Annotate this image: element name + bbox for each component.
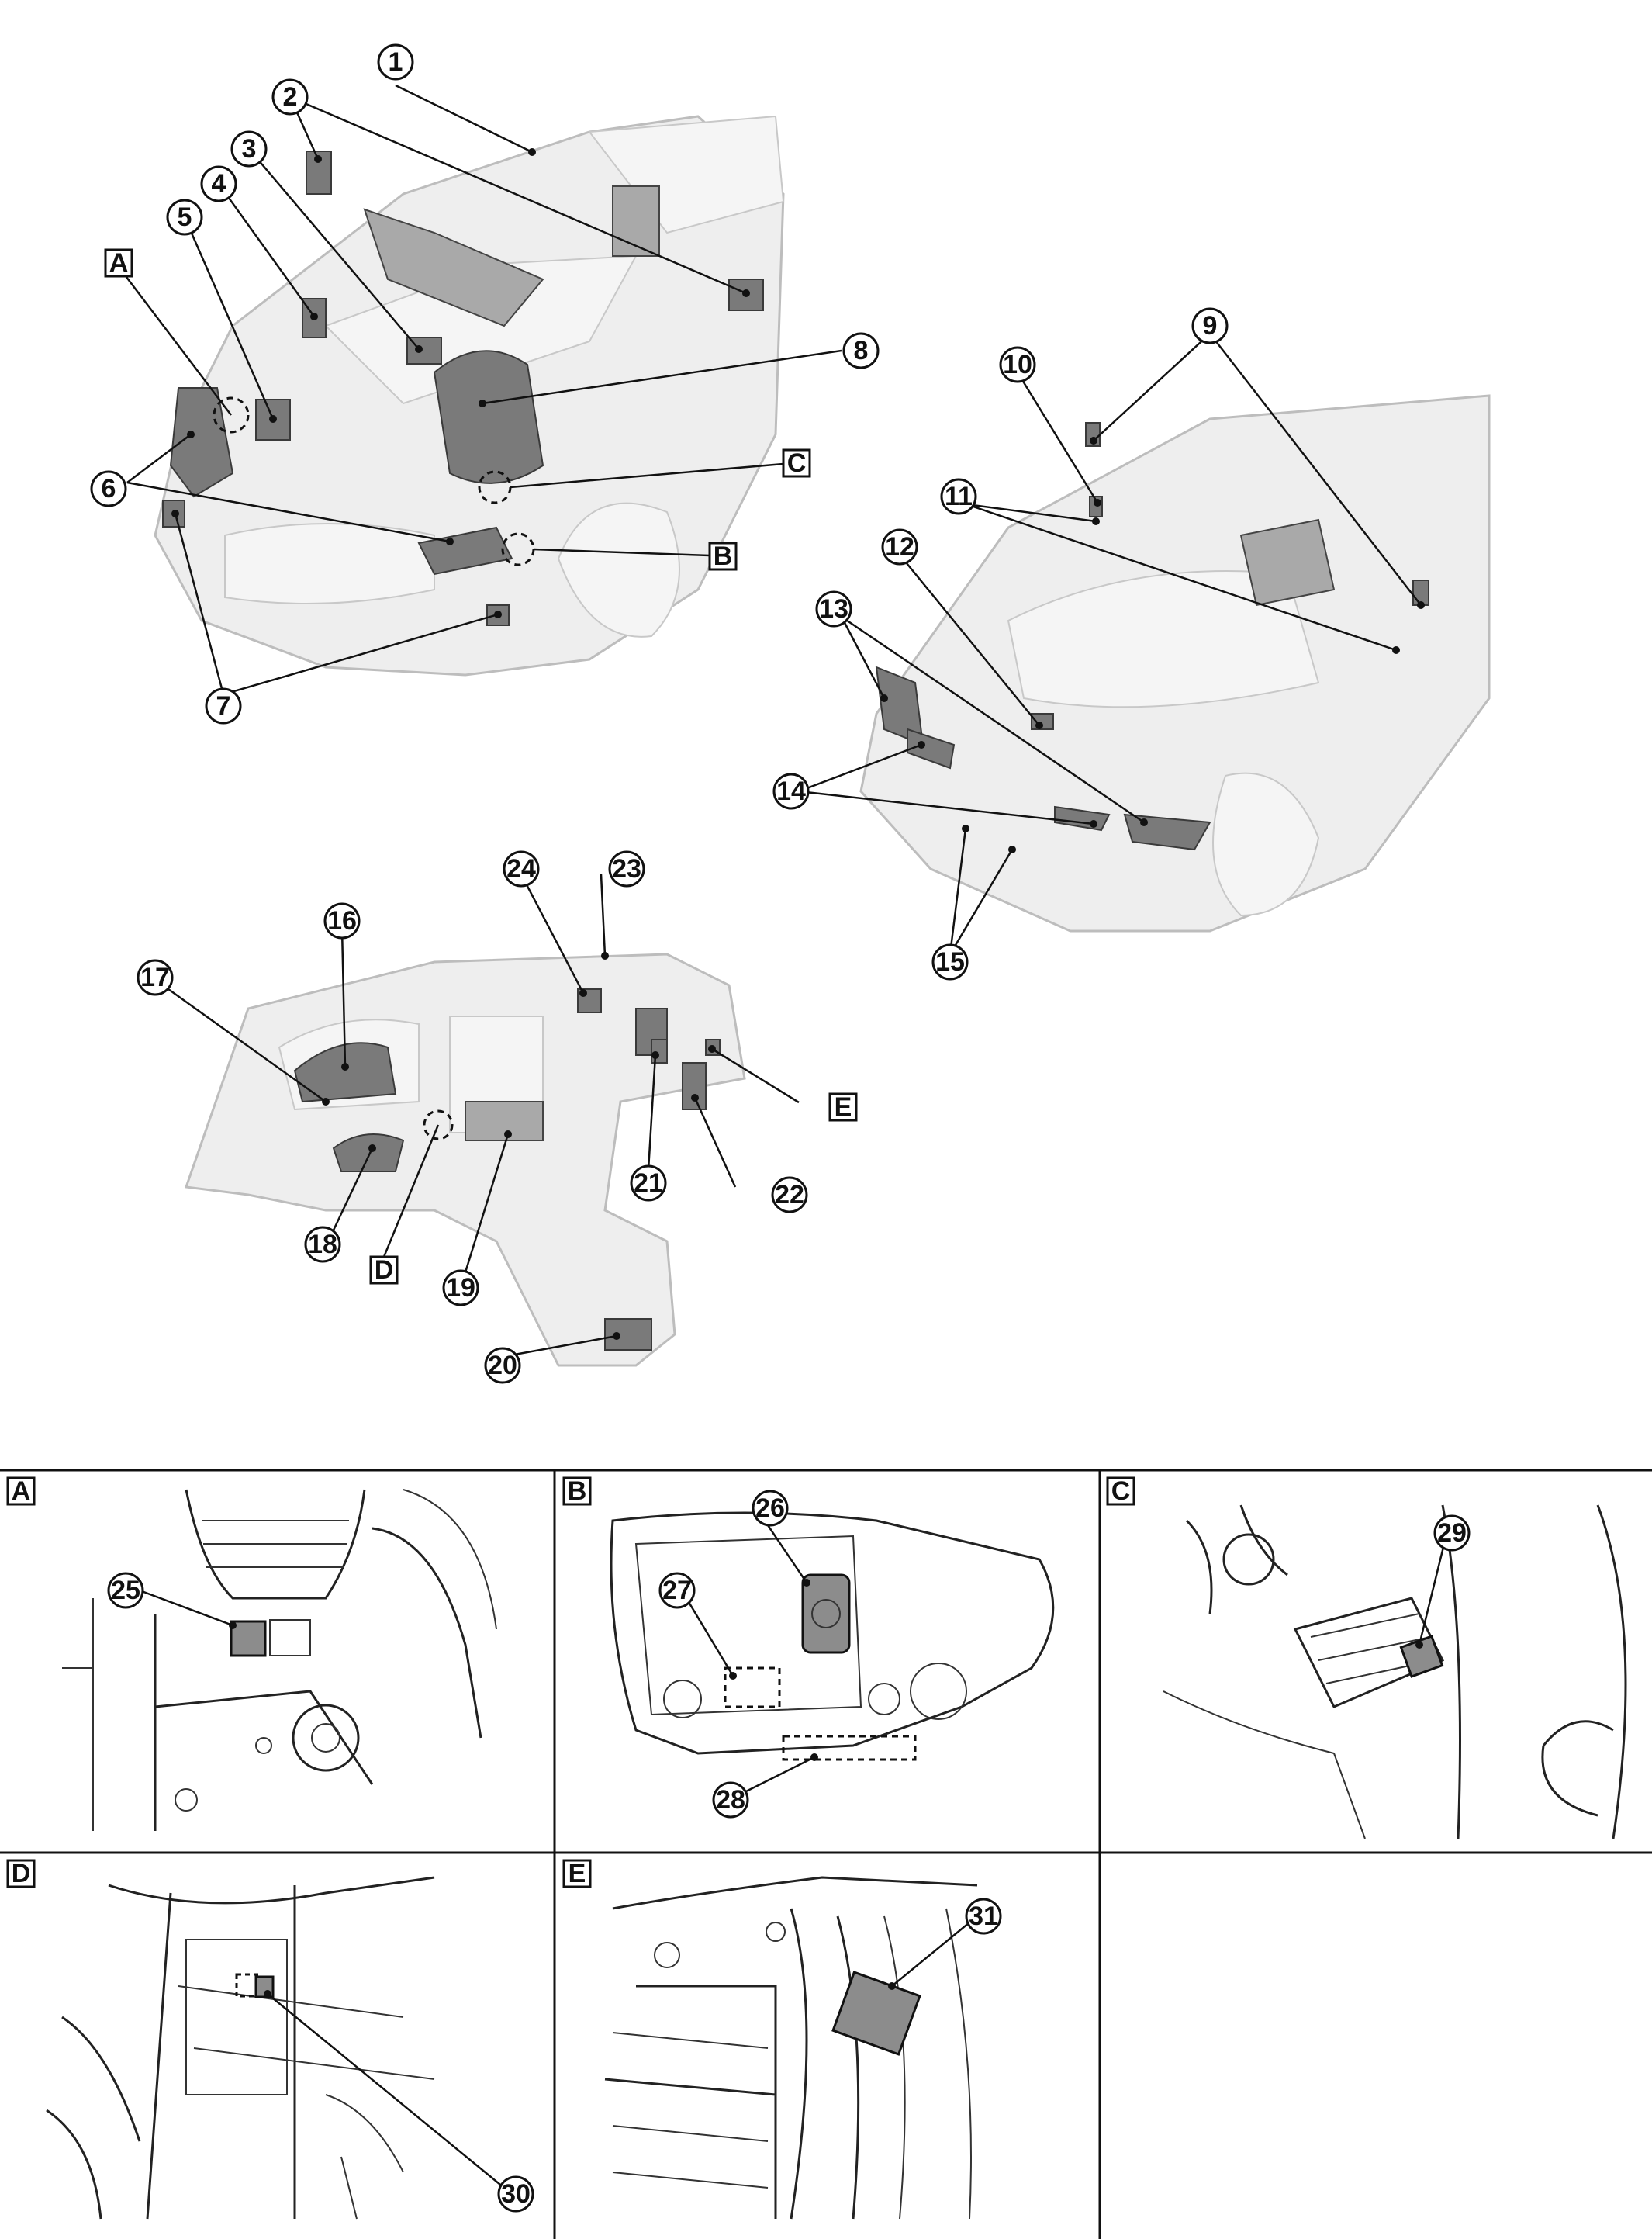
- svg-text:8: 8: [854, 336, 869, 365]
- svg-text:26: 26: [755, 1493, 785, 1523]
- callout-30: 30: [497, 2175, 534, 2213]
- detail-ref-A: A: [104, 248, 133, 278]
- svg-text:18: 18: [308, 1230, 337, 1259]
- callout-20: 20: [484, 1347, 521, 1384]
- callout-16: 16: [323, 902, 361, 940]
- callout-3: 3: [230, 130, 268, 168]
- svg-text:20: 20: [488, 1351, 517, 1380]
- svg-text:30: 30: [501, 2179, 531, 2209]
- callout-21: 21: [630, 1164, 667, 1202]
- detail-ref-B: B: [708, 542, 738, 571]
- detail-panels-grid: [0, 1469, 1652, 2239]
- svg-text:23: 23: [612, 854, 641, 884]
- svg-text:15: 15: [935, 947, 965, 977]
- callout-23: 23: [608, 850, 645, 888]
- callout-14: 14: [772, 773, 810, 810]
- svg-text:19: 19: [446, 1273, 475, 1303]
- svg-text:A: A: [109, 248, 129, 278]
- callout-5: 5: [166, 199, 203, 236]
- callout-9: 9: [1191, 307, 1229, 344]
- callout-2: 2: [271, 78, 309, 116]
- callout-29: 29: [1433, 1514, 1471, 1552]
- svg-text:21: 21: [634, 1168, 663, 1198]
- svg-text:E: E: [569, 1859, 586, 1888]
- svg-text:11: 11: [945, 482, 973, 511]
- svg-text:D: D: [375, 1255, 394, 1285]
- callout-15: 15: [931, 943, 969, 981]
- svg-text:5: 5: [178, 202, 192, 232]
- callout-7: 7: [205, 687, 242, 725]
- callout-28: 28: [712, 1781, 749, 1819]
- callout-25: 25: [107, 1572, 144, 1609]
- detail-panel-E: E 31: [562, 1859, 1002, 2220]
- callout-12: 12: [881, 528, 918, 566]
- svg-text:17: 17: [140, 963, 170, 992]
- svg-text:31: 31: [969, 1902, 998, 1931]
- callout-27: 27: [658, 1572, 696, 1609]
- callout-6: 6: [90, 470, 127, 507]
- callout-26: 26: [752, 1490, 789, 1527]
- svg-text:7: 7: [216, 691, 231, 721]
- callout-18: 18: [304, 1226, 341, 1263]
- svg-text:D: D: [12, 1859, 31, 1888]
- callout-22: 22: [771, 1176, 808, 1213]
- svg-text:1: 1: [389, 47, 403, 77]
- svg-text:C: C: [787, 448, 807, 478]
- svg-text:3: 3: [242, 134, 257, 164]
- detail-panel-D: D 30: [6, 1859, 534, 2220]
- svg-text:C: C: [1111, 1476, 1131, 1506]
- detail-ref-D: D: [369, 1255, 399, 1285]
- callout-24: 24: [503, 850, 540, 888]
- callout-11: 11: [940, 478, 977, 515]
- svg-text:B: B: [568, 1476, 587, 1506]
- svg-text:A: A: [12, 1476, 31, 1506]
- callout-19: 19: [442, 1269, 479, 1306]
- svg-text:13: 13: [819, 594, 848, 624]
- rear-vehicle-view: 9 10 11 12 13 14 15: [772, 307, 1491, 981]
- callout-4: 4: [200, 165, 237, 202]
- callout-31: 31: [965, 1898, 1002, 1935]
- svg-text:29: 29: [1437, 1518, 1467, 1548]
- svg-text:B: B: [714, 542, 733, 571]
- svg-text:16: 16: [327, 906, 357, 936]
- svg-text:25: 25: [111, 1576, 140, 1605]
- svg-text:24: 24: [506, 854, 536, 884]
- svg-text:14: 14: [776, 777, 806, 806]
- svg-text:4: 4: [212, 169, 226, 199]
- svg-text:2: 2: [283, 82, 298, 112]
- callout-8: 8: [842, 332, 880, 369]
- detail-ref-E: E: [828, 1092, 858, 1122]
- svg-text:22: 22: [775, 1180, 804, 1209]
- detail-panel-B: B 26 27 28: [562, 1476, 1055, 1819]
- svg-text:E: E: [835, 1092, 852, 1122]
- callout-13: 13: [815, 590, 852, 628]
- svg-text:12: 12: [885, 532, 914, 562]
- callout-10: 10: [999, 346, 1036, 383]
- svg-text:27: 27: [662, 1576, 692, 1605]
- front-vehicle-view: 1 2 3 4 5 6 7 8 A B C: [90, 43, 880, 725]
- svg-text:28: 28: [716, 1785, 745, 1815]
- detail-ref-C: C: [782, 448, 811, 478]
- svg-text:6: 6: [102, 474, 116, 504]
- svg-text:10: 10: [1003, 350, 1032, 379]
- detail-panel-A: A 25: [6, 1476, 497, 1831]
- callout-17: 17: [137, 959, 174, 996]
- svg-text:9: 9: [1203, 311, 1218, 341]
- detail-panel-C: C 29: [1106, 1476, 1627, 1839]
- callout-1: 1: [377, 43, 414, 81]
- dashboard-view: 16 17 18 19 20 21 22 23 24 D E: [137, 850, 858, 1384]
